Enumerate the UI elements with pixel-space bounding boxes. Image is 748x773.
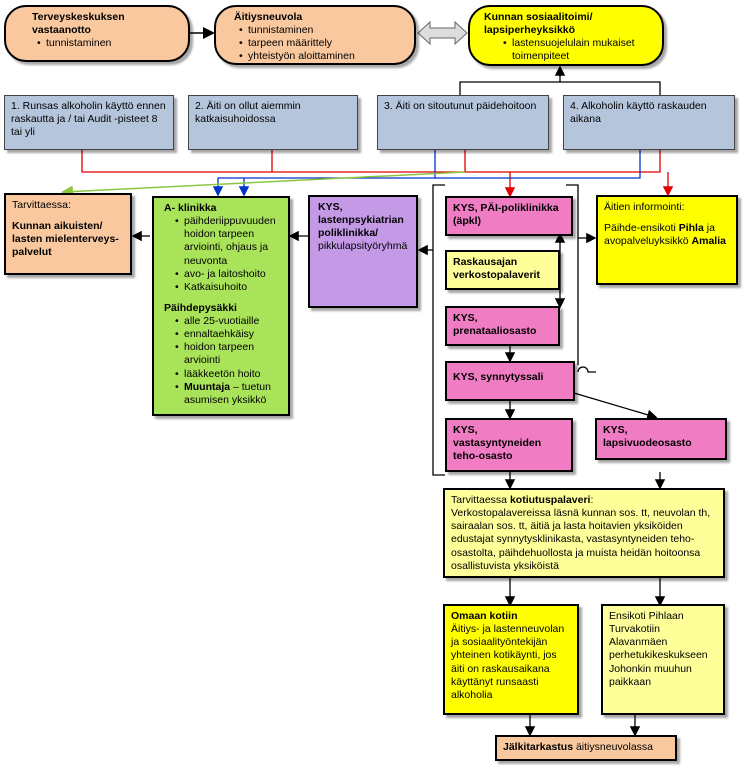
kys-lastenpsykiatria-title: KYS, lastenpsykiatrian poliklinikka/ <box>318 201 404 240</box>
aitiysneuvola-item: yhteistyön aloittaminen <box>239 50 408 63</box>
raskausajan-verkostopalaverit: Raskausajan verkostopalaverit <box>445 250 560 290</box>
ensikoti-box: Ensikoti Pihlaan Turvakotiin Alavanmäen … <box>601 604 725 715</box>
muuntaja-item: Muuntaja – tuetun asumisen yksikkö <box>175 381 282 407</box>
criteria-3: 3. Äiti on sitoutunut päidehoitoon <box>377 95 549 150</box>
aitien-informointi-text: Päihde-ensikoti Pihla ja avopalveluyksik… <box>604 222 726 248</box>
aitiysneuvola-box: Äitiysneuvola tunnistaminen tarpeen määr… <box>214 5 416 65</box>
kotiutuspalaveri-title: Tarvittaessa kotiutuspalaveri: <box>451 494 594 506</box>
terveyskeskus-title: Terveyskeskuksen vastaanotto <box>32 11 125 37</box>
terveyskeskus-item: tunnistaminen <box>37 37 182 50</box>
terveyskeskus-box: Terveyskeskuksen vastaanotto tunnistamin… <box>4 5 190 62</box>
paihdepysakki-item: ennaltaehkäisy <box>175 328 282 341</box>
kys-prenataaliosasto: KYS, prenataaliosasto <box>445 306 560 346</box>
jalkitarkastus-rest: äitiysneuvolassa <box>573 741 654 753</box>
kys-lastenpsykiatria-box: KYS, lastenpsykiatrian poliklinikka/ pik… <box>308 195 418 308</box>
a-klinikka-item: Katkaisuhoito <box>175 281 282 294</box>
paihdepysakki-title: Päihdepysäkki <box>164 301 237 314</box>
omaan-kotiin-box: Omaan kotiin Äitiys- ja lastenneuvolan j… <box>443 604 579 715</box>
kotiutuspalaveri-body: Verkostopalavereissa läsnä kunnan sos. t… <box>451 507 711 572</box>
aitien-informointi-box: Äitien informointi: Päihde-ensikoti Pihl… <box>596 195 738 285</box>
sosiaalitoimi-box: Kunnan sosiaalitoimi/ lapsiperheyksikkö … <box>468 5 664 66</box>
tarvittaessa-label: Tarvittaessa: <box>12 199 71 211</box>
kys-pai-poliklinikka: KYS, PÄI-poliklinikka (äpkl) <box>445 196 573 236</box>
paihdepysakki-item: hoidon tarpeen arviointi <box>175 341 282 367</box>
paihdepysakki-item: alle 25-vuotiaille <box>175 315 282 328</box>
a-klinikka-item: avo- ja laitoshoito <box>175 268 282 281</box>
jalkitarkastus-box: Jälkitarkastus äitiysneuvolassa <box>495 735 677 761</box>
sosiaalitoimi-title: Kunnan sosiaalitoimi/ lapsiperheyksikkö <box>484 11 593 37</box>
aitiysneuvola-item: tunnistaminen <box>239 24 408 37</box>
kys-lapsivuodeosasto: KYS, lapsivuodeosasto <box>595 418 727 460</box>
aitiysneuvola-title: Äitiysneuvola <box>234 11 303 23</box>
aitien-informointi-label: Äitien informointi: <box>604 201 685 213</box>
a-klinikka-box: A- klinikka päihderiippuvuuden hoidon ta… <box>152 196 290 416</box>
criteria-1: 1. Runsas alkoholin käyttö ennen raskaut… <box>4 95 174 150</box>
kys-synnytyssali: KYS, synnytyssali <box>445 361 575 401</box>
kys-lastenpsykiatria-subtitle: pikkulapsityöryhmä <box>318 240 408 253</box>
ensikoti-text: Ensikoti Pihlaan Turvakotiin Alavanmäen … <box>609 610 708 688</box>
criteria-4: 4. Alkoholin käyttö raskauden aikana <box>563 95 735 150</box>
tarvittaessa-services: Kunnan aikuisten/ lasten mielenterveys-p… <box>12 220 119 259</box>
paihdepysakki-item: lääkkeetön hoito <box>175 368 282 381</box>
criteria-2: 2. Äiti on ollut aiemmin katkaisuhoidoss… <box>188 95 358 150</box>
omaan-kotiin-body: Äitiys- ja lastenneuvolan ja sosiaalityö… <box>451 623 565 701</box>
sosiaalitoimi-item: lastensuojelulain mukaiset toimenpiteet <box>503 37 656 63</box>
tarvittaessa-box: Tarvittaessa: Kunnan aikuisten/ lasten m… <box>4 193 132 275</box>
omaan-kotiin-title: Omaan kotiin <box>451 610 518 622</box>
a-klinikka-item: päihderiippuvuuden hoidon tarpeen arvioi… <box>175 215 282 268</box>
aitiysneuvola-item: tarpeen määrittely <box>239 37 408 50</box>
jalkitarkastus-title: Jälkitarkastus <box>503 741 574 753</box>
kotiutuspalaveri-box: Tarvittaessa kotiutuspalaveri: Verkostop… <box>443 488 725 578</box>
kys-vastasyntyneet: KYS, vastasyntyneiden teho-osasto <box>445 418 573 472</box>
a-klinikka-title: A- klinikka <box>164 202 217 214</box>
